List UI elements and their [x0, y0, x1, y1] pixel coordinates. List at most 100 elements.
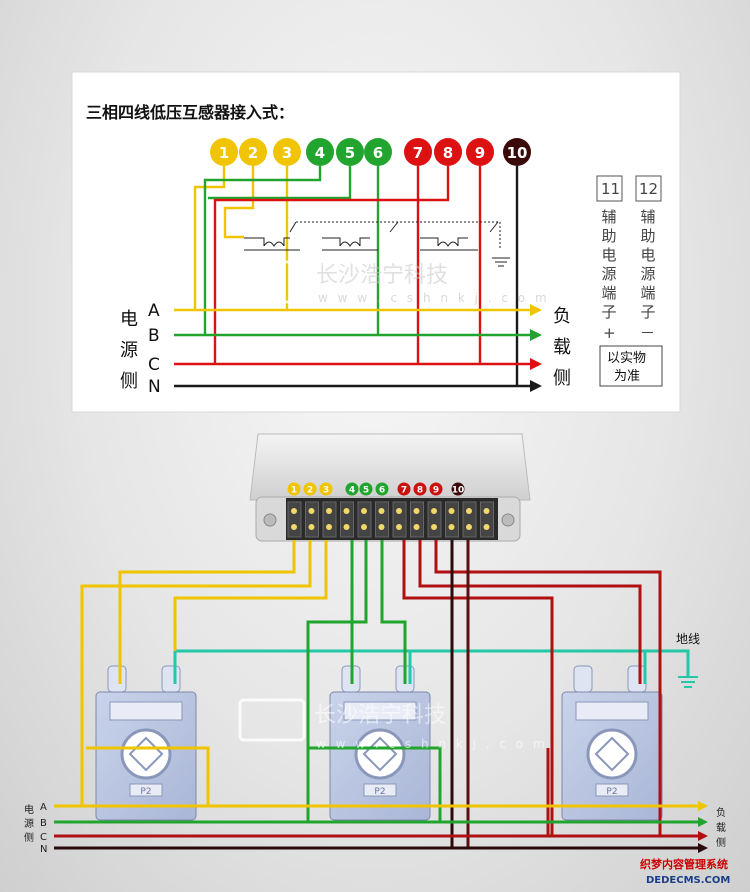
terminal-badge-4: 4: [306, 138, 334, 166]
meter-terminal-number: 1: [291, 486, 297, 496]
aux-label-char: 电: [640, 246, 655, 264]
terminal-screw-icon: [326, 508, 332, 514]
top-load-char-3: 侧: [553, 368, 571, 389]
top-source-char-3: 侧: [120, 371, 138, 392]
meter-terminal-number: 7: [401, 486, 407, 496]
aux-terminal-11-box: [596, 175, 623, 202]
terminal-number: 8: [443, 144, 453, 162]
terminal-number: 10: [507, 144, 528, 162]
top-title: 三相四线低压互感器接入式：: [86, 103, 294, 122]
aux-label-char: 电: [601, 246, 616, 264]
terminal-screw-icon: [466, 508, 472, 514]
bottom-phase-a: A: [40, 802, 47, 813]
meter-terminal-number: 5: [363, 486, 369, 496]
terminal-number: 9: [475, 144, 485, 162]
meter-terminal-badge-7: 7: [397, 482, 411, 496]
aux-terminal-11: 11: [601, 180, 620, 198]
terminal-number: 4: [315, 144, 325, 162]
meter-terminal-badge-2: 2: [303, 482, 317, 496]
aux-label-char: 助: [601, 227, 616, 245]
meter-terminal-badge-4: 4: [345, 482, 359, 496]
top-phase-c: C: [148, 355, 160, 375]
terminal-screws: [287, 501, 494, 538]
terminal-number: 5: [345, 144, 355, 162]
aux-minus-sign: －: [640, 324, 655, 342]
ground-wire: [173, 649, 690, 684]
terminal-slot: [427, 501, 442, 538]
terminal-screw-icon: [291, 524, 297, 530]
current-transformer-1: P2: [95, 665, 197, 821]
aux-label-char: 端: [640, 284, 655, 302]
aux-label-char: 子: [601, 303, 616, 321]
terminal-screw-icon: [378, 508, 385, 514]
terminal-number: 7: [413, 144, 423, 162]
top-phase-a: A: [148, 301, 160, 321]
terminal-screw-icon: [448, 508, 455, 514]
terminal-number: 3: [282, 144, 292, 162]
bottom-phase-c: C: [40, 832, 47, 843]
ct-p2-label: P2: [606, 787, 617, 797]
aux-label-char: 源: [640, 265, 655, 283]
watermark-text-top: 长沙浩宁科技: [316, 263, 448, 288]
terminal-screw-icon: [308, 508, 315, 514]
current-transformer-2: P2: [329, 665, 431, 821]
ground-label: 地线: [676, 632, 700, 646]
terminal-slot: [357, 501, 372, 538]
terminal-screw-icon: [396, 524, 402, 530]
note-box: [599, 345, 663, 387]
corner-brand-line-2: DEDECMS.COM: [646, 875, 730, 886]
terminal-badge-7: 7: [404, 138, 432, 166]
ct-p2-label: P2: [374, 787, 385, 797]
terminal-screw-icon: [413, 524, 420, 530]
terminal-slot: [375, 501, 389, 538]
top-panel: [71, 71, 681, 413]
aux-label-char: 辅: [640, 208, 655, 226]
meter-terminal-number: 10: [452, 486, 465, 496]
watermark-bottom: 长沙浩宁科技 w w w . c s h n k j . c o m: [238, 698, 545, 751]
meter-terminal-badge-6: 6: [375, 482, 389, 496]
terminal-badge-6: 6: [364, 138, 392, 166]
ground-symbol-icon: [678, 676, 698, 688]
mount-hole-left: [263, 513, 277, 527]
terminal-slot: [287, 501, 302, 538]
watermark-url-top: w w w . c s h n k j . c o m: [318, 291, 550, 305]
note-line-2: 为准: [614, 369, 640, 384]
top-source-char-2: 源: [120, 340, 138, 361]
terminal-badge-3: 3: [273, 138, 301, 166]
meter-terminal-badge-9: 9: [429, 482, 443, 496]
bottom-source-char-2: 源: [24, 817, 34, 830]
mount-hole-right: [501, 513, 515, 527]
meter-terminal-number: 6: [379, 486, 385, 496]
terminal-number: 2: [248, 144, 258, 162]
terminal-screw-icon: [483, 508, 490, 514]
terminal-number: 6: [373, 144, 383, 162]
meter-terminal-badge-3: 3: [319, 482, 333, 496]
watermark-text-bottom: 长沙浩宁科技: [314, 703, 446, 728]
meter-terminal-badge-10: 10: [451, 482, 465, 496]
terminal-badge-9: 9: [466, 138, 494, 166]
terminal-slot: [305, 501, 319, 538]
terminal-screw-icon: [361, 524, 367, 530]
meter-terminal-number: 4: [349, 486, 355, 496]
aux-label-char: 子: [640, 303, 655, 321]
terminal-screw-icon: [378, 524, 385, 530]
terminal-number: 1: [219, 144, 229, 162]
meter-terminal-badge-5: 5: [359, 482, 373, 496]
aux-label-char: 源: [601, 265, 616, 283]
bottom-load-char-3: 侧: [716, 836, 726, 849]
terminal-screw-icon: [431, 524, 437, 530]
aux-label-char: 助: [640, 227, 655, 245]
top-phase-n: N: [148, 377, 161, 397]
aux-terminal-12-box: [635, 175, 662, 202]
bottom-phase-n: N: [40, 844, 47, 855]
terminal-badge-8: 8: [434, 138, 462, 166]
terminal-screw-icon: [466, 524, 472, 530]
bottom-phase-lines: [54, 801, 708, 853]
terminal-slot: [445, 501, 459, 538]
terminal-screw-icon: [431, 508, 437, 514]
terminal-screw-icon: [308, 524, 315, 530]
